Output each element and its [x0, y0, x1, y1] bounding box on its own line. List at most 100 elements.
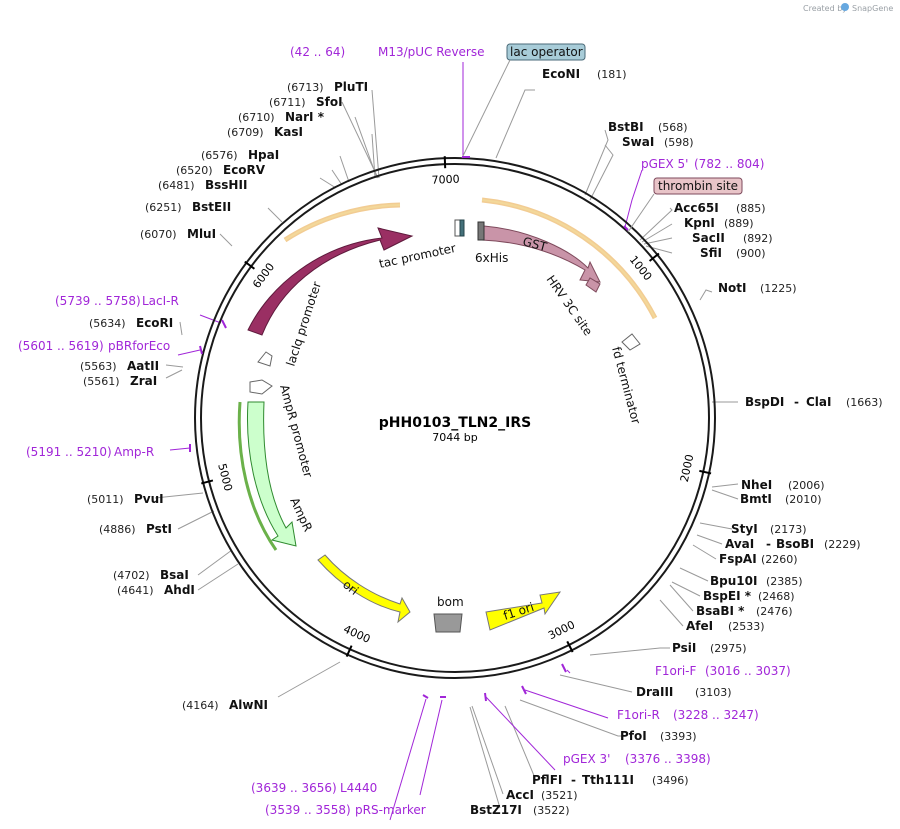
enzyme-avai[interactable]: AvaI — [725, 537, 754, 551]
enzyme-mlui[interactable]: MluI — [187, 227, 216, 241]
enzyme-ecorv[interactable]: EcoRV — [223, 163, 266, 177]
enzyme-zrai-pos: (5561) — [83, 375, 120, 388]
enzyme-bsteii[interactable]: BstEII — [192, 200, 231, 214]
enzyme-sfii-pos: (900) — [736, 247, 766, 260]
enzyme-nhei-pos: (2006) — [788, 479, 825, 492]
enzyme-alwni[interactable]: AlwNI — [229, 698, 268, 712]
enzyme-avai-pos: (2229) — [824, 538, 861, 551]
brand-created-by: Created by — [803, 4, 847, 13]
enzyme-tth111i[interactable]: Tth111I — [582, 773, 634, 787]
enzyme-econi[interactable]: EcoNI — [542, 67, 580, 81]
primer-pgex3-name[interactable]: pGEX 3' — [563, 752, 610, 766]
enzyme-noti[interactable]: NotI — [718, 281, 747, 295]
enzyme-kasi[interactable]: KasI — [274, 125, 303, 139]
enzyme-ecori[interactable]: EcoRI — [136, 316, 173, 330]
enzyme-pvui[interactable]: PvuI — [134, 492, 164, 506]
enzyme-bstz17i[interactable]: BstZ17I — [470, 803, 522, 817]
enzyme-bsobi[interactable]: BsoBI — [776, 537, 814, 551]
enzyme-styi[interactable]: StyI — [731, 522, 758, 536]
enzyme-draiii[interactable]: DraIII — [636, 685, 673, 699]
enzyme-psii[interactable]: PsiI — [672, 641, 696, 655]
brand-logo: Created by SnapGene — [803, 3, 893, 13]
bom-feature — [433, 613, 463, 633]
enzyme-swai[interactable]: SwaI — [622, 135, 654, 149]
primer-prsmarker-range: (3539 .. 3558) — [265, 803, 351, 817]
tick-label-7000: 7000 — [431, 173, 459, 187]
enzyme-clai[interactable]: ClaI — [806, 395, 831, 409]
enzyme-pluti[interactable]: PluTI — [334, 80, 368, 94]
enzyme-bspdi[interactable]: BspDI — [745, 395, 784, 409]
enzyme-bpu10i[interactable]: Bpu10I — [710, 574, 757, 588]
enzyme-labels: EcoNI (181) BstBI (568) SwaI (598) Acc65… — [470, 67, 883, 817]
enzyme-aatii[interactable]: AatII — [127, 359, 159, 373]
tick-label-2000: 2000 — [678, 453, 697, 483]
enzyme-nhei[interactable]: NheI — [741, 478, 772, 492]
f1-ori-feature — [485, 591, 562, 631]
enzyme-ahdi[interactable]: AhdI — [164, 583, 195, 597]
enzyme-zrai[interactable]: ZraI — [130, 374, 157, 388]
enzyme-bstz17i-pos: (3522) — [533, 804, 570, 817]
primer-f1orir-name[interactable]: F1ori-R — [617, 708, 660, 722]
hrv3c-site-feature — [585, 277, 601, 293]
enzyme-hpai[interactable]: HpaI — [248, 148, 279, 162]
lac-operator-leader — [461, 59, 511, 159]
enzyme-acc65i[interactable]: Acc65I — [674, 201, 719, 215]
lac-operator-callout-label: lac operator — [510, 45, 583, 59]
enzyme-pfoi[interactable]: PfoI — [620, 729, 647, 743]
enzyme-labels-left: (4164) AlwNI (4641) AhdI (4702) BsaI (48… — [80, 80, 368, 712]
primer-l4440-range: (3639 .. 3656) — [251, 781, 337, 795]
enzyme-nari-pos: (6710) — [238, 111, 275, 124]
enzyme-pluti-pos: (6713) — [287, 81, 324, 94]
enzyme-bspei[interactable]: BspEI * — [703, 589, 752, 603]
primer-f1orif-name[interactable]: F1ori-F — [655, 664, 696, 678]
thrombin-site-leader — [627, 193, 655, 233]
primer-m13-name[interactable]: M13/pUC Reverse — [378, 45, 485, 59]
enzyme-hpai-pos: (6576) — [201, 149, 238, 162]
enzyme-afei[interactable]: AfeI — [686, 619, 713, 633]
enzyme-sacii-pos: (892) — [743, 232, 773, 245]
lac-operator-feature — [459, 219, 465, 237]
enzyme-acci[interactable]: AccI — [506, 788, 534, 802]
tick-label-6000: 6000 — [250, 261, 277, 291]
enzyme-sacii[interactable]: SacII — [692, 231, 725, 245]
enzyme-kpni-pos: (889) — [724, 217, 754, 230]
enzyme-bspdi-pos: (1663) — [846, 396, 883, 409]
enzyme-sfii[interactable]: SfiI — [700, 246, 722, 260]
primer-l4440-name[interactable]: L4440 — [340, 781, 377, 795]
enzyme-nari[interactable]: NarI * — [285, 110, 325, 124]
enzyme-psti[interactable]: PstI — [146, 522, 172, 536]
tac-promoter-feature — [454, 219, 461, 237]
enzyme-bspdi-dash: - — [794, 395, 799, 409]
enzyme-mlui-pos: (6070) — [140, 228, 177, 241]
enzyme-ecori-pos: (5634) — [89, 317, 126, 330]
primer-labels: (42 .. 64) M13/pUC Reverse pGEX 5' (782 … — [18, 45, 791, 817]
enzyme-alwni-pos: (4164) — [182, 699, 219, 712]
orange-arc-2-core — [481, 199, 656, 319]
enzyme-kpni[interactable]: KpnI — [684, 216, 715, 230]
enzyme-psti-pos: (4886) — [99, 523, 136, 536]
enzyme-econi-pos: (181) — [597, 68, 627, 81]
primer-pgex3-range: (3376 .. 3398) — [625, 752, 711, 766]
enzyme-sfoi[interactable]: SfoI — [316, 95, 343, 109]
enzyme-noti-pos: (1225) — [760, 282, 797, 295]
snapgene-icon — [841, 3, 849, 11]
enzyme-pflfi[interactable]: PflFI — [532, 773, 562, 787]
primer-prsmarker-name[interactable]: pRS-marker — [355, 803, 426, 817]
enzyme-bsshii[interactable]: BssHII — [205, 178, 247, 192]
gst-feature — [481, 225, 601, 283]
enzyme-bmti[interactable]: BmtI — [740, 492, 772, 506]
enzyme-ahdi-pos: (4641) — [117, 584, 154, 597]
tick-label-3000: 3000 — [546, 618, 577, 642]
primer-ampr-name[interactable]: Amp-R — [114, 445, 154, 459]
enzyme-bstbi[interactable]: BstBI — [608, 120, 644, 134]
map-length: 7044 bp — [432, 431, 477, 444]
enzyme-fspai[interactable]: FspAI — [719, 552, 757, 566]
enzyme-bsabi[interactable]: BsaBI * — [696, 604, 745, 618]
enzyme-bsai[interactable]: BsaI — [160, 568, 189, 582]
primer-pbrforeco-name[interactable]: pBRforEco — [108, 339, 170, 353]
fd-terminator-label: fd terminator — [609, 345, 643, 425]
primer-lacir-name[interactable]: LacI-R — [142, 294, 179, 308]
primer-lacir-range: (5739 .. 5758) — [55, 294, 141, 308]
primer-pgex5-name[interactable]: pGEX 5' — [641, 157, 688, 171]
